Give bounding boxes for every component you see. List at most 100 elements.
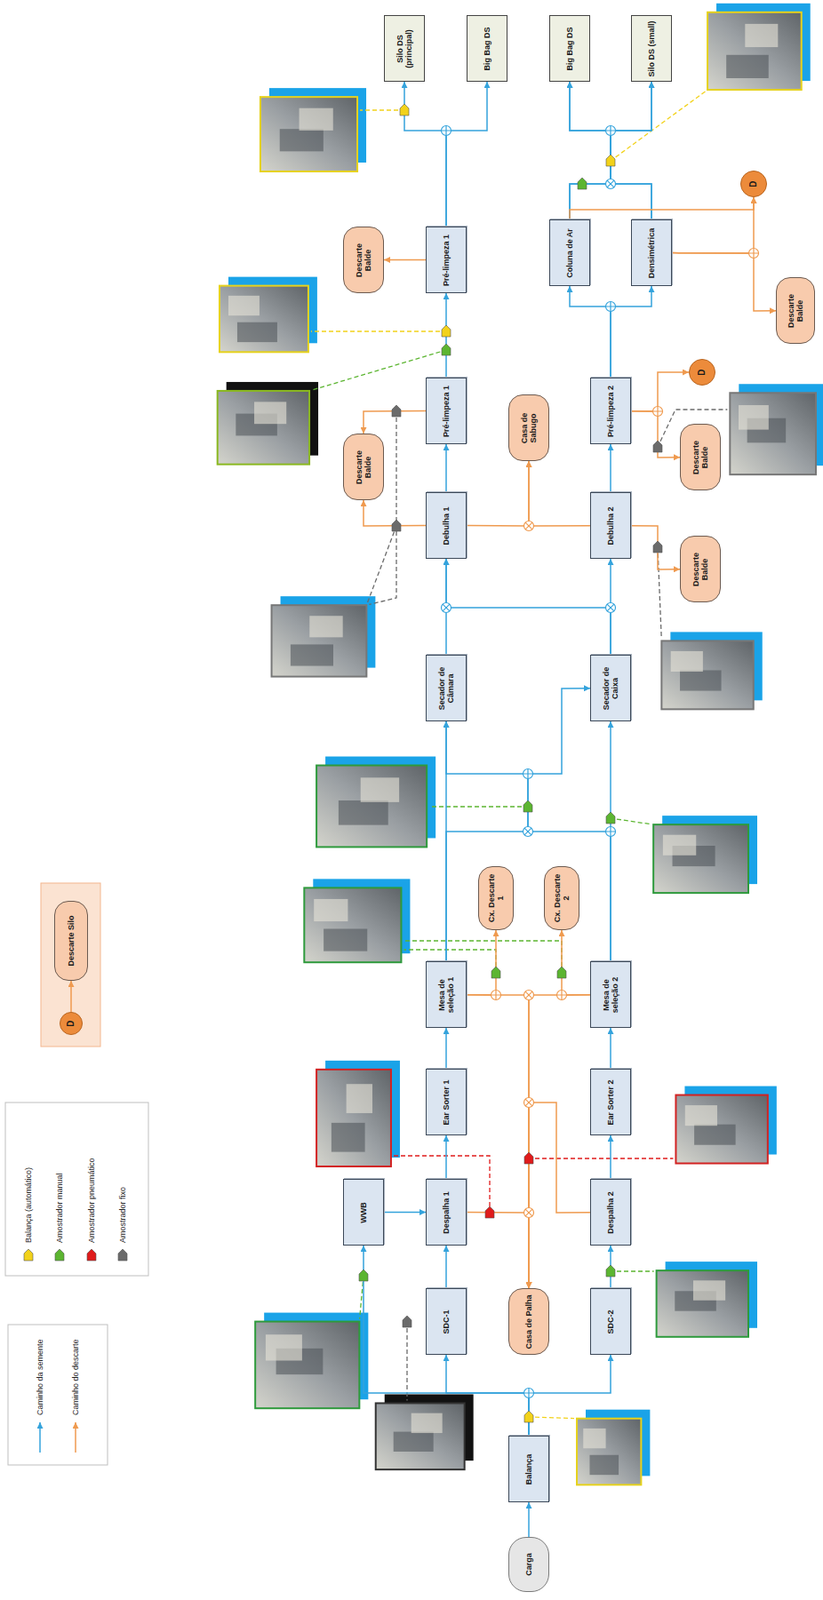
legend-label: Amostrador fixo	[118, 1187, 128, 1244]
discard-circle: D	[688, 359, 716, 386]
photo-frame	[219, 286, 309, 353]
seed-path-arrow	[609, 444, 612, 493]
sampler-marker	[606, 812, 616, 824]
node-label: Ear Sorter 1	[441, 1079, 451, 1126]
node-label: SDC-2	[606, 1310, 616, 1335]
photo-frame	[303, 887, 401, 963]
discard-pill: Cx. Descarte 1	[478, 866, 514, 931]
seed-path-arrow	[569, 81, 652, 220]
photo-frame	[675, 1095, 768, 1165]
node-label: Debulha 2	[606, 507, 616, 546]
discard-path-arrow	[383, 259, 426, 262]
node-label: Pré-limpeza 1	[441, 234, 451, 287]
junction-symbol	[441, 126, 452, 136]
discard-path-arrow	[631, 526, 680, 570]
seed-path-arrow	[527, 1502, 530, 1538]
discard-pill: Cx. Descarte 2	[543, 866, 580, 931]
photo-detail	[693, 1280, 726, 1301]
discard-circle: D	[740, 170, 768, 198]
seed-path-arrow	[446, 1355, 529, 1437]
process-box: Pré-limpeza 1	[425, 378, 467, 446]
photo-detail	[393, 1432, 434, 1453]
photo-detail	[583, 1429, 606, 1449]
discard-path-arrow	[466, 995, 529, 1289]
photo-detail	[331, 1123, 366, 1153]
photo	[260, 87, 367, 172]
photo-frame	[217, 391, 310, 465]
junction-symbol	[557, 990, 568, 1001]
seed-path-arrow	[610, 286, 652, 378]
node-label: Descarte Balde	[354, 439, 374, 496]
legend-frame	[7, 1325, 108, 1466]
node-label: Pré-limpeza 1	[441, 385, 451, 438]
discard-path-arrow	[70, 981, 72, 1013]
legend-frame	[5, 1102, 149, 1277]
node-label: Debulha 1	[441, 507, 451, 546]
sampler-marker	[441, 343, 451, 356]
seed-path-arrow	[446, 81, 488, 227]
photo-frame	[576, 1419, 641, 1487]
node-label: Ear Sorter 2	[606, 1079, 616, 1126]
legend-marker-sample	[87, 1249, 96, 1262]
legend-line-sample	[39, 1422, 41, 1454]
junction-symbol	[606, 126, 616, 136]
process-box: Pré-limpeza 1	[425, 227, 467, 295]
photo-detail	[279, 128, 324, 152]
photo-frame	[656, 1270, 749, 1338]
photo-detail	[744, 23, 778, 48]
legend-item: Balança (automático)	[23, 1167, 33, 1244]
seed-path-arrow	[445, 1028, 448, 1070]
node-label: Balança	[524, 1454, 534, 1487]
photo	[729, 383, 823, 475]
leader-line	[311, 351, 440, 391]
photo-frame	[375, 1403, 465, 1471]
node-label: Coluna de Ar	[565, 228, 575, 279]
photo	[707, 3, 811, 90]
photo	[653, 815, 758, 894]
photo-detail	[338, 800, 389, 826]
seed-path-arrow	[569, 81, 611, 220]
legend-label: Balança (automático)	[23, 1167, 33, 1244]
leader-line	[616, 819, 651, 825]
node-label: Secador de Caixa	[601, 661, 621, 718]
process-box: Ear Sorter 2	[590, 1070, 632, 1137]
photo-frame	[316, 1070, 392, 1167]
discard-pill: Descarte Balde	[775, 278, 816, 345]
seed-path-arrow	[609, 1028, 612, 1070]
photo	[271, 596, 376, 677]
photo-detail	[237, 322, 278, 343]
seed-path-arrow	[569, 81, 652, 220]
photo	[661, 631, 762, 710]
junction-symbol	[606, 603, 616, 614]
leader-line	[535, 1417, 575, 1419]
photo-frame	[661, 640, 753, 710]
storage-box: Silo DS (principal)	[383, 15, 425, 83]
sampler-marker	[557, 966, 567, 979]
legend-marker-sample	[118, 1249, 128, 1262]
seed-path-arrow	[445, 444, 448, 493]
legend-label: Amostrador manual	[55, 1173, 64, 1244]
node-label: Big Bag DS	[482, 27, 492, 72]
sampler-marker	[391, 405, 401, 417]
leader-line	[657, 553, 662, 639]
photo	[675, 1086, 776, 1165]
junction-symbol	[524, 521, 535, 532]
sampler-marker	[359, 1270, 368, 1282]
photo-detail	[309, 615, 343, 638]
photo	[303, 878, 410, 963]
sampler-marker	[653, 440, 663, 453]
junction-symbol	[524, 1389, 535, 1399]
photo-detail	[589, 1455, 619, 1476]
seed-path-arrow	[609, 721, 612, 962]
photo-detail	[663, 835, 696, 856]
discard-pill: Descarte Balde	[679, 424, 721, 492]
photo	[255, 1313, 368, 1410]
node-label: D	[65, 1020, 77, 1027]
discard-path-arrow	[466, 461, 529, 527]
leader-line	[616, 1270, 655, 1272]
sampler-marker	[441, 325, 451, 337]
discard-path-arrow	[528, 1102, 591, 1289]
discard-path-arrow	[569, 197, 754, 220]
